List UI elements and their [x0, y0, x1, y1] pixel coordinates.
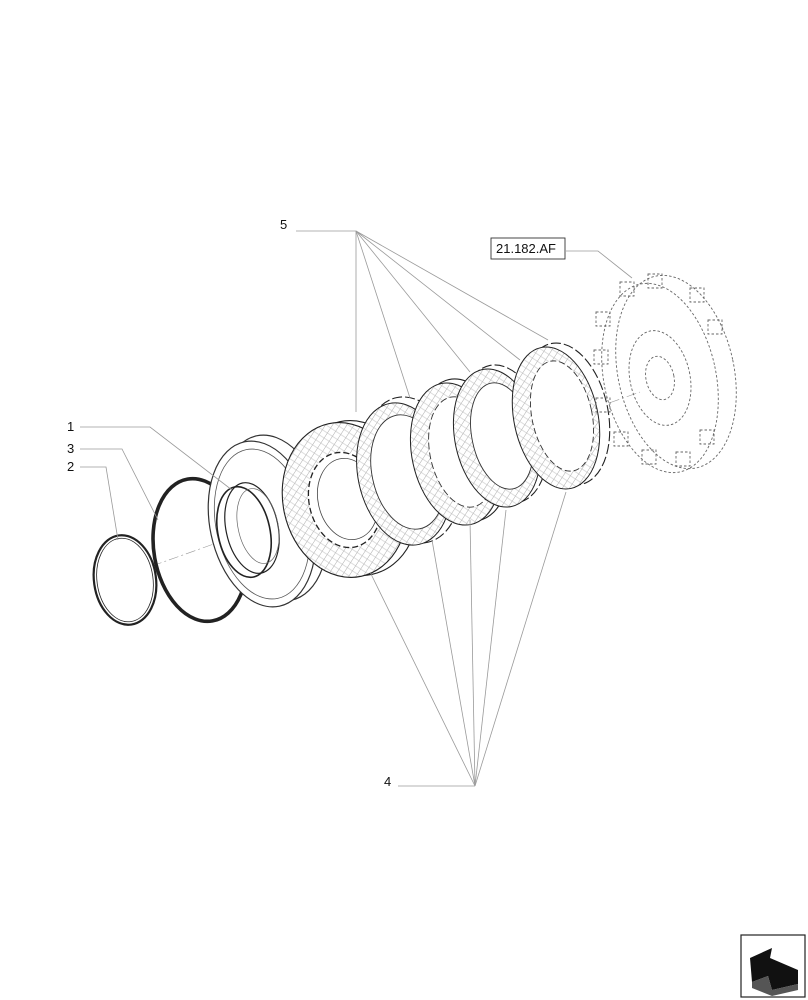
friction-disc-part-4-c: [511, 342, 611, 490]
callout-5: 5: [280, 217, 287, 232]
next-page-arrow-icon[interactable]: [740, 934, 806, 998]
reference-callout-box: 21.182.AF: [490, 237, 566, 260]
callout-3: 3: [67, 441, 74, 456]
snap-ring-part-2: [92, 534, 158, 626]
reference-callout-label: 21.182.AF: [496, 241, 556, 256]
leader-lines: [80, 230, 633, 787]
callout-1: 1: [67, 419, 74, 434]
reference-hub-21-182-af: [593, 273, 737, 474]
callout-2: 2: [67, 459, 74, 474]
callout-4: 4: [384, 774, 391, 789]
